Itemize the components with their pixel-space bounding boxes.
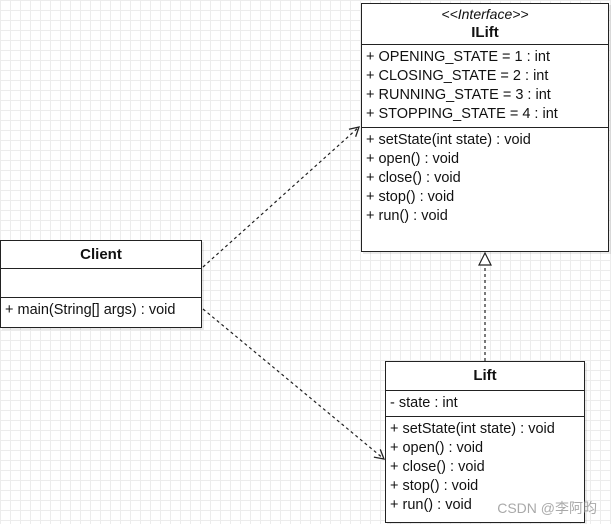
lift-attribute: - state : int: [390, 395, 458, 411]
lift-method: + close() : void: [390, 459, 485, 475]
class-client[interactable]: Client + main(String[] args) : void: [0, 240, 202, 328]
class-lift[interactable]: Lift - state : int + setState(int state)…: [385, 361, 585, 523]
ilift-method: + stop() : void: [366, 189, 455, 205]
ilift-methods: + setState(int state) : void + open() : …: [362, 128, 608, 229]
lift-header: Lift: [386, 362, 584, 391]
ilift-attribute: + RUNNING_STATE = 3 : int: [366, 87, 551, 103]
ilift-name: ILift: [471, 24, 499, 41]
class-ilift[interactable]: <<Interface>> ILift + OPENING_STATE = 1 …: [361, 3, 609, 252]
client-attributes: [1, 269, 201, 298]
client-methods: + main(String[] args) : void: [1, 298, 201, 323]
lift-method: + run() : void: [390, 497, 472, 513]
ilift-attribute: + OPENING_STATE = 1 : int: [366, 49, 550, 65]
dependency-client-ilift[interactable]: [202, 126, 360, 268]
dependency-client-lift[interactable]: [202, 308, 386, 460]
ilift-header: <<Interface>> ILift: [362, 4, 608, 45]
ilift-method: + setState(int state) : void: [366, 132, 531, 148]
realization-arrowhead: [478, 251, 492, 266]
lift-method: + setState(int state) : void: [390, 421, 555, 437]
ilift-attributes: + OPENING_STATE = 1 : int + CLOSING_STAT…: [362, 45, 608, 128]
client-method: + main(String[] args) : void: [5, 302, 176, 318]
ilift-method: + run() : void: [366, 208, 448, 224]
client-header: Client: [1, 241, 201, 269]
ilift-stereotype: <<Interface>>: [441, 6, 529, 22]
lift-methods: + setState(int state) : void + open() : …: [386, 417, 584, 518]
lift-method: + stop() : void: [390, 478, 479, 494]
watermark: CSDN @李阿昀: [497, 500, 597, 516]
lift-method: + open() : void: [390, 440, 484, 456]
lift-name: Lift: [473, 367, 497, 384]
ilift-attribute: + STOPPING_STATE = 4 : int: [366, 106, 558, 122]
client-name: Client: [80, 246, 122, 263]
ilift-method: + open() : void: [366, 151, 460, 167]
ilift-attribute: + CLOSING_STATE = 2 : int: [366, 68, 549, 84]
lift-attributes: - state : int: [386, 391, 584, 417]
ilift-method: + close() : void: [366, 170, 461, 186]
